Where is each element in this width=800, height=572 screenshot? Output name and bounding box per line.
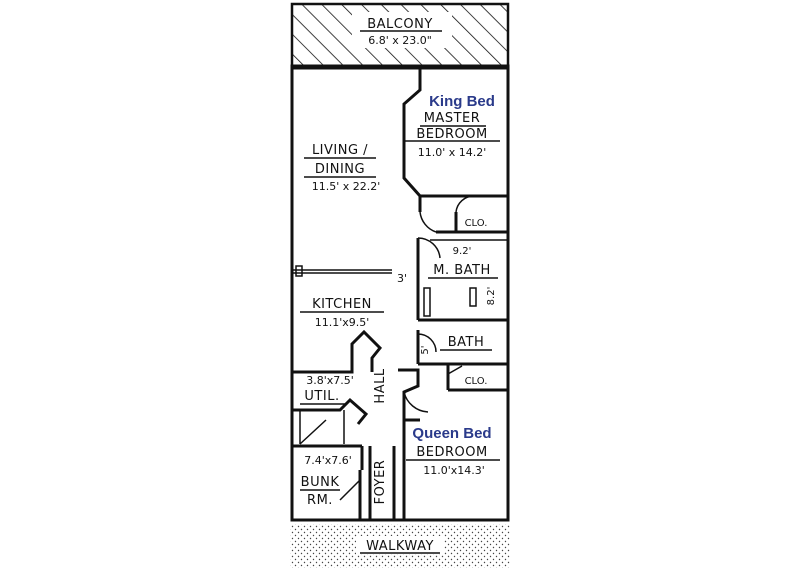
util-label: UTIL. [304, 389, 339, 404]
bedroom: Queen Bed BEDROOM 11.0'x14.3' [398, 368, 500, 520]
foyer-label: FOYER [373, 460, 388, 505]
balcony: BALCONY 6.8' x 23.0" [290, 2, 510, 68]
balcony-label: BALCONY [367, 17, 433, 32]
kitchen: KITCHEN 11.1'x9.5' [292, 297, 384, 374]
living-label-line2: DINING [315, 162, 365, 177]
master-dimensions: 11.0' x 14.2' [418, 146, 487, 159]
unit-outline [290, 64, 510, 522]
bunk-label-line1: BUNK [301, 475, 340, 490]
bunk-room: 7.4'x7.6' BUNK RM. [292, 444, 364, 520]
master-closet-label: CLO. [465, 218, 488, 229]
bedroom-closet-label: CLO. [465, 376, 488, 387]
bedroom-closet: CLO. [446, 364, 508, 392]
foyer: FOYER [368, 446, 396, 520]
utility: 3.8'x7.5' UTIL. [292, 374, 369, 445]
walkway: WALKWAY [290, 524, 510, 568]
kitchen-divider: 3' [292, 265, 407, 285]
master-label-line1: MASTER [424, 111, 481, 126]
walkway-label: WALKWAY [366, 539, 434, 554]
master-bath-dim-top: 9.2' [453, 246, 472, 257]
bunk-dimensions: 7.4'x7.6' [304, 454, 352, 467]
bedroom-bed-note: Queen Bed [412, 425, 491, 442]
master-label-line2: BEDROOM [416, 127, 487, 142]
opening-label: 3' [397, 272, 407, 285]
master-bath-label: M. BATH [433, 263, 491, 278]
kitchen-label: KITCHEN [312, 297, 372, 312]
bedroom-label: BEDROOM [416, 445, 487, 460]
bedroom-dimensions: 11.0'x14.3' [423, 464, 485, 477]
bath-dim: 5' [420, 345, 431, 354]
balcony-dimensions: 6.8' x 23.0" [368, 34, 432, 47]
bunk-label-line2: RM. [307, 493, 333, 508]
master-closet: CLO. [454, 195, 488, 232]
hall-label: HALL [373, 368, 388, 403]
living-dining: LIVING / DINING 11.5' x 22.2' [304, 143, 380, 193]
master-bath: 9.2' M. BATH 8.2' [416, 237, 508, 322]
kitchen-dimensions: 11.1'x9.5' [315, 316, 370, 329]
bath-label: BATH [448, 335, 485, 350]
util-dimensions: 3.8'x7.5' [306, 374, 354, 387]
hall: HALL [373, 368, 388, 403]
living-dimensions: 11.5' x 22.2' [312, 180, 381, 193]
master-bedroom: King Bed MASTER BEDROOM 11.0' x 14.2' [402, 68, 508, 234]
bath: BATH 5' [416, 330, 508, 366]
living-label-line1: LIVING / [312, 143, 368, 158]
master-bed-note: King Bed [429, 93, 495, 110]
master-bath-dim-side: 8.2' [486, 287, 497, 306]
